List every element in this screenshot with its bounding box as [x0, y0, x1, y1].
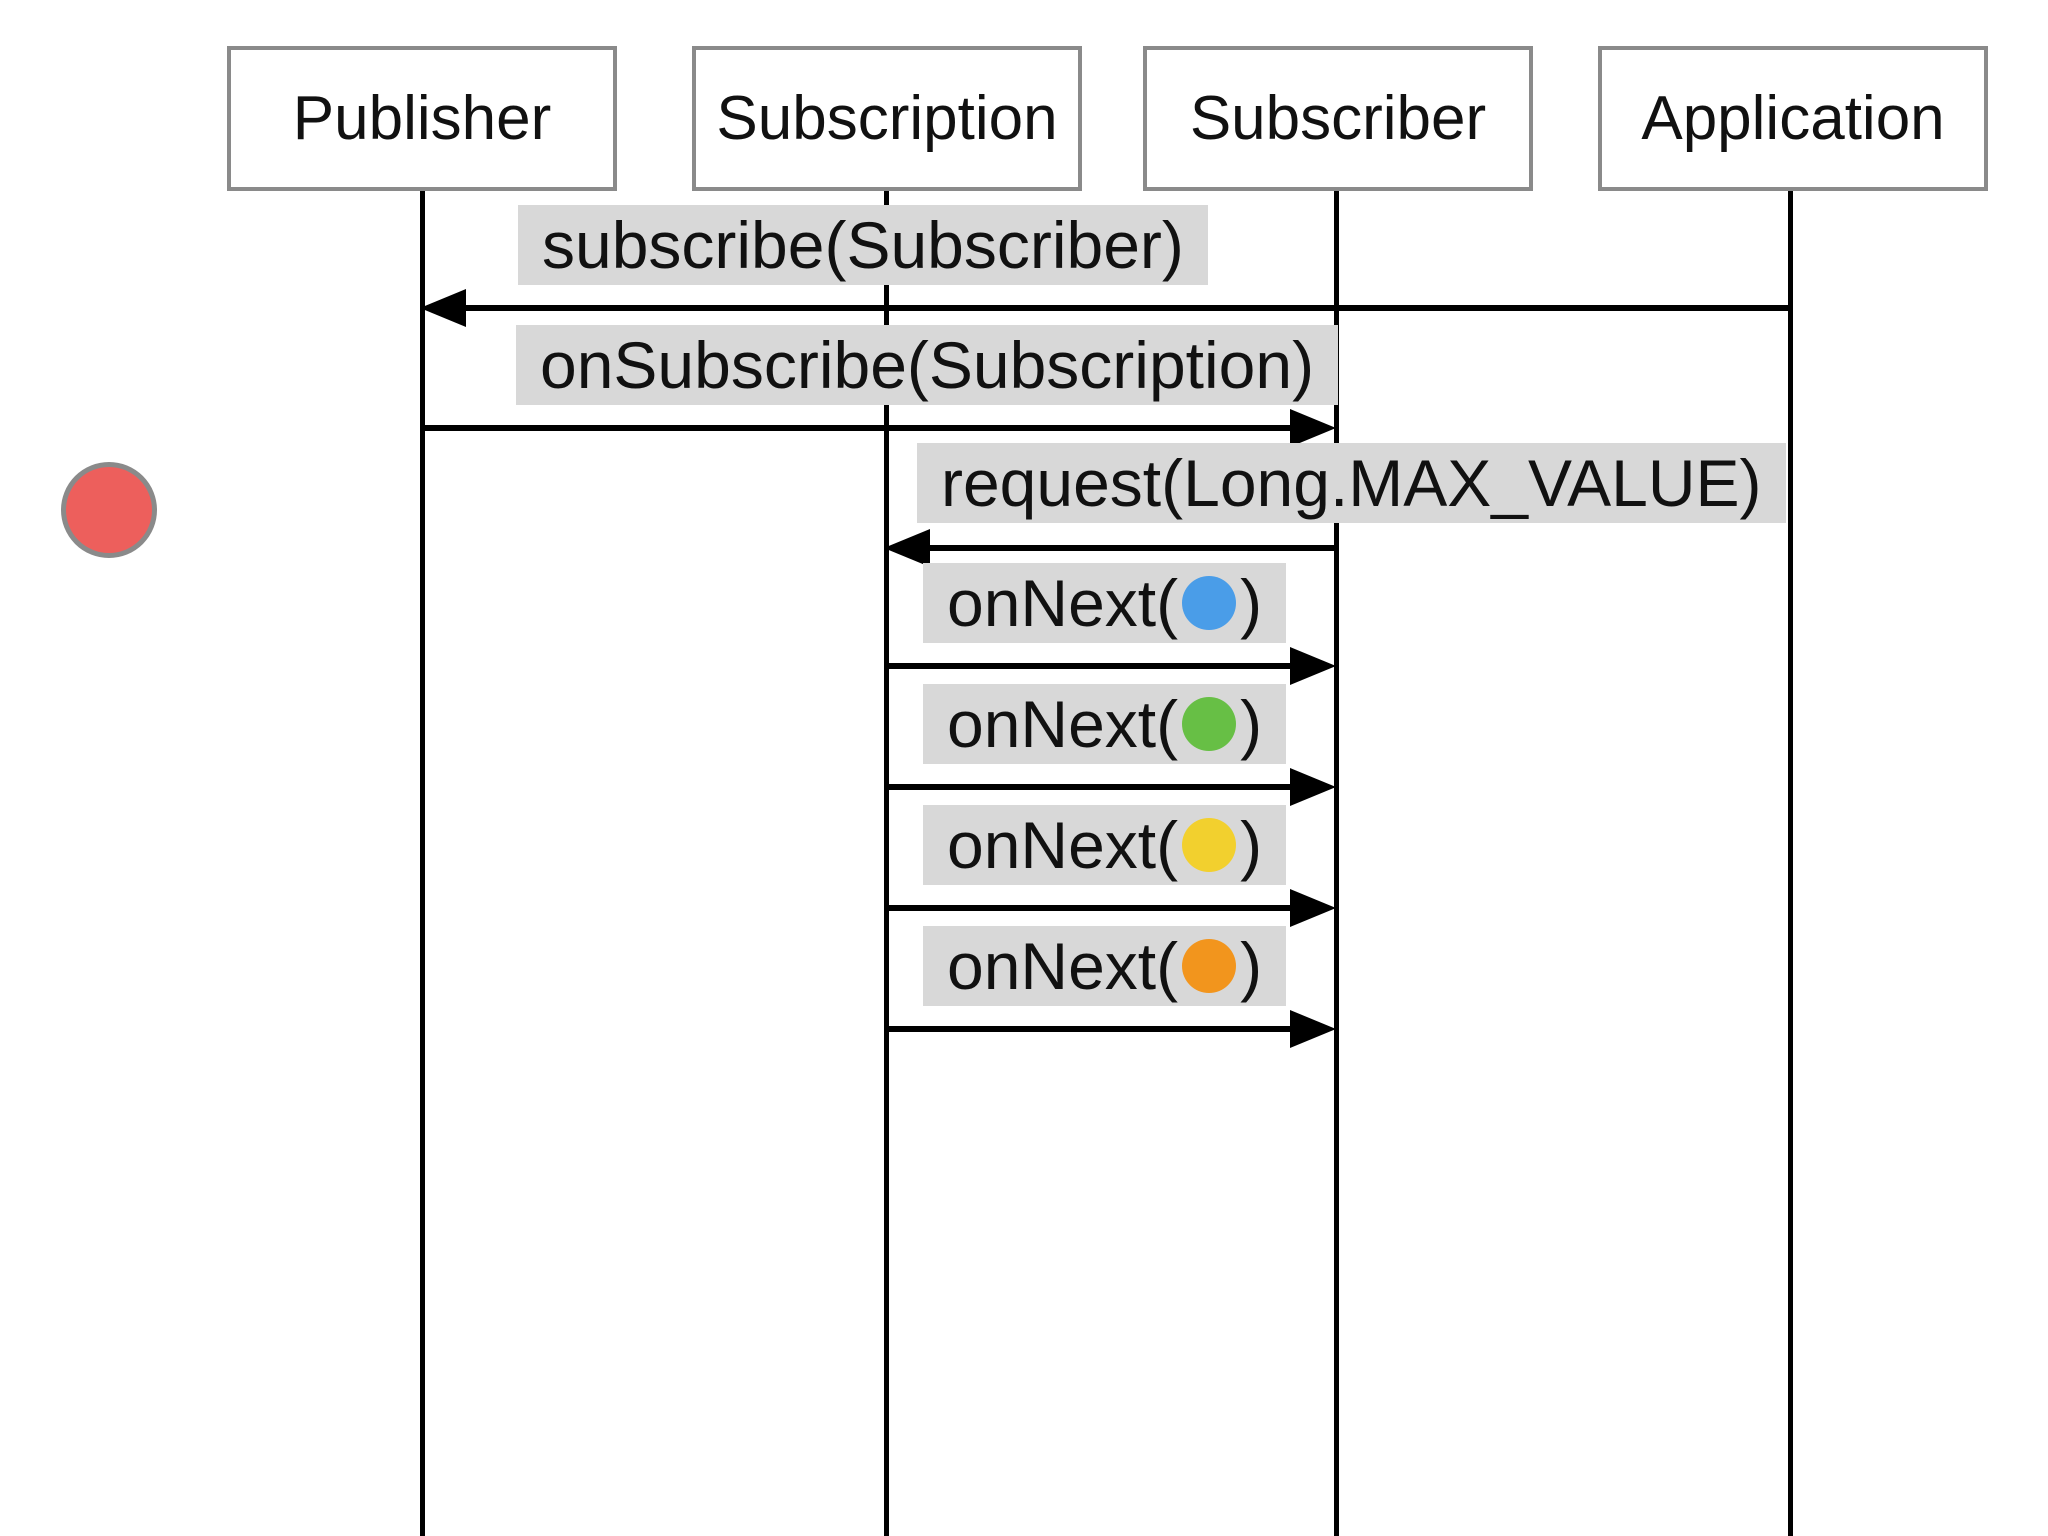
blue-item-dot-icon: [1182, 576, 1237, 630]
lifeline-subscription: [884, 191, 889, 1536]
arrow-subscribe-line: [460, 305, 1790, 311]
onnext-text: ): [1240, 566, 1263, 640]
arrowhead-right-icon: [1290, 647, 1336, 685]
lifeline-publisher: [420, 191, 425, 1536]
participant-box-publisher: Publisher: [227, 46, 617, 191]
arrowhead-right-icon: [1290, 1010, 1336, 1048]
message-label-onnext-orange: onNext(): [923, 926, 1287, 1006]
arrowhead-right-icon: [1290, 889, 1336, 927]
onnext-text: onNext(: [947, 929, 1179, 1003]
participant-label-publisher: Publisher: [292, 84, 552, 153]
message-label-onnext-green: onNext(): [923, 684, 1287, 764]
arrow-onnext-orange-line: [884, 1026, 1294, 1032]
arrowhead-right-icon: [1290, 409, 1336, 447]
onnext-text: onNext(: [947, 566, 1179, 640]
arrow-onnext-blue-line: [884, 663, 1294, 669]
arrowhead-right-icon: [1290, 768, 1336, 806]
onnext-text: ): [1240, 808, 1263, 882]
arrow-onnext-green-line: [884, 784, 1294, 790]
participant-box-application: Application: [1598, 46, 1988, 191]
message-label-onnext-blue: onNext(): [923, 563, 1287, 643]
arrowhead-left-icon: [420, 289, 466, 327]
participant-label-application: Application: [1641, 84, 1945, 153]
lifeline-subscriber: [1334, 191, 1339, 1536]
onnext-text: onNext(: [947, 687, 1179, 761]
arrow-onsubscribe-line: [422, 425, 1294, 431]
arrowhead-left-icon: [884, 529, 930, 567]
red-marker-dot: [61, 462, 157, 558]
onnext-text: ): [1240, 687, 1263, 761]
orange-item-dot-icon: [1182, 939, 1237, 993]
green-item-dot-icon: [1182, 697, 1237, 751]
message-label-onnext-yellow: onNext(): [923, 805, 1287, 885]
participant-label-subscription: Subscription: [716, 84, 1058, 153]
arrow-request-line: [924, 545, 1336, 551]
participant-box-subscription: Subscription: [692, 46, 1082, 191]
message-label-request: request(Long.MAX_VALUE): [917, 443, 1786, 523]
message-label-onsubscribe: onSubscribe(Subscription): [516, 325, 1339, 405]
arrow-onnext-yellow-line: [884, 905, 1294, 911]
participant-label-subscriber: Subscriber: [1189, 84, 1487, 153]
participant-box-subscriber: Subscriber: [1143, 46, 1533, 191]
yellow-item-dot-icon: [1182, 818, 1237, 872]
onnext-text: ): [1240, 929, 1263, 1003]
lifeline-application: [1788, 191, 1793, 1536]
onnext-text: onNext(: [947, 808, 1179, 882]
message-label-subscribe: subscribe(Subscriber): [518, 205, 1208, 285]
